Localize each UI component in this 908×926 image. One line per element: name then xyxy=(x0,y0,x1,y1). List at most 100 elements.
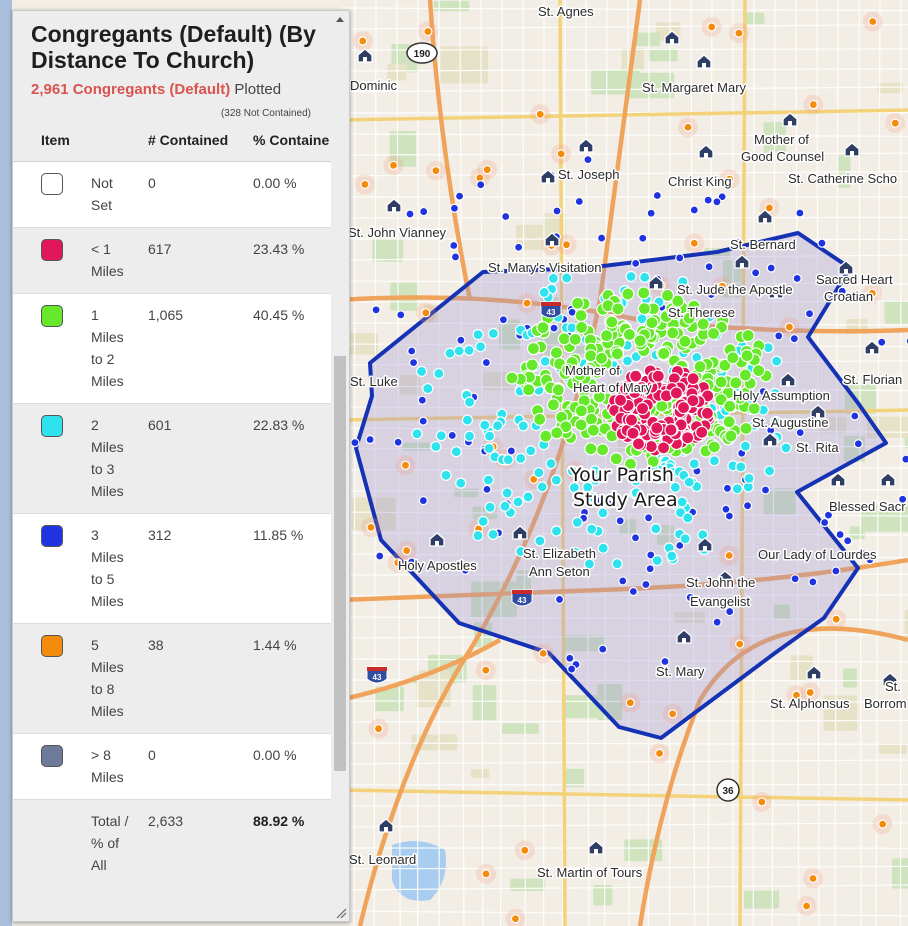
legend-panel: Congregants (Default) (By Distance To Ch… xyxy=(12,10,350,922)
map-label: St. Bernard xyxy=(730,237,796,252)
map-label: Holy Assumption xyxy=(733,388,830,403)
row-percent: 22.83 % xyxy=(253,417,305,433)
plotted-suffix: Plotted xyxy=(230,81,282,98)
color-swatch[interactable] xyxy=(41,525,63,547)
row-percent: 0.00 % xyxy=(253,175,297,191)
church-icon xyxy=(578,138,594,153)
scrollbar-thumb[interactable] xyxy=(334,356,346,771)
row-label: 2 Miles to 3 Miles xyxy=(91,417,124,499)
church-icon xyxy=(540,169,556,184)
svg-text:43: 43 xyxy=(518,596,527,605)
row-percent: 11.85 % xyxy=(253,527,304,543)
row-contained: 0 xyxy=(148,747,156,763)
study-area-label-line2: Study Area xyxy=(573,489,678,511)
resize-grip-icon[interactable] xyxy=(335,907,347,919)
map-label: Croatian xyxy=(824,289,873,304)
row-contained: 1,065 xyxy=(148,307,184,323)
row-percent: 40.45 % xyxy=(253,307,305,323)
church-icon xyxy=(844,142,860,157)
map-label: St. Mary xyxy=(656,664,705,679)
color-swatch[interactable] xyxy=(41,239,63,261)
church-icon xyxy=(588,840,604,855)
church-icon xyxy=(880,472,896,487)
row-contained: 38 xyxy=(148,637,164,653)
color-swatch[interactable] xyxy=(41,305,63,327)
church-icon xyxy=(698,144,714,159)
interstate-shield-43-a: 43 xyxy=(540,301,562,319)
row-percent: 1.44 % xyxy=(253,637,297,653)
map-label: St. Martin of Tours xyxy=(537,865,643,880)
row-label: 1 Miles to 2 Miles xyxy=(91,307,124,389)
church-icon xyxy=(810,404,826,419)
interstate-shield-43-b: 43 xyxy=(511,589,533,607)
row-percent: 0.00 % xyxy=(253,747,297,763)
not-contained-note: (328 Not Contained) xyxy=(220,108,311,119)
row-percent: 88.92 % xyxy=(253,813,305,829)
church-icon xyxy=(782,112,798,127)
row-label: 3 Miles to 5 Miles xyxy=(91,527,124,609)
map-label: Heart of Mary xyxy=(573,380,652,395)
church-icon xyxy=(806,665,822,680)
map-label: St. Therese xyxy=(668,305,735,320)
highway-shield-190-label: 190 xyxy=(414,49,431,60)
study-area-label-line1: Your Parish xyxy=(569,464,674,486)
church-icon xyxy=(830,472,846,487)
highway-shield-36-label: 36 xyxy=(722,786,734,797)
legend-panel-content[interactable]: Congregants (Default) (By Distance To Ch… xyxy=(13,11,331,921)
map-label: St. Joseph xyxy=(558,167,619,182)
column-header-contained: # Contained xyxy=(148,132,229,148)
color-swatch[interactable] xyxy=(41,415,63,437)
map-label: St. Mary's Visitation xyxy=(488,260,602,275)
map-label: St. Augustine xyxy=(752,415,829,430)
map-label: St. Leonard xyxy=(349,852,416,867)
map-label: St. John Vianney xyxy=(348,225,447,240)
map-label: St. Elizabeth xyxy=(523,546,596,561)
legend-row-total: Total / % of All 2,633 88.92 % xyxy=(13,800,331,888)
scroll-up-arrow-icon[interactable] xyxy=(336,17,344,22)
row-percent: 23.43 % xyxy=(253,241,305,257)
row-label: Total / % of All xyxy=(91,813,129,873)
map-label: St. Margaret Mary xyxy=(642,80,747,95)
color-swatch[interactable] xyxy=(41,173,63,195)
row-label: > 8 Miles xyxy=(91,747,124,785)
map-label: Good Counsel xyxy=(741,149,824,164)
map-label: Mother of xyxy=(754,132,809,147)
church-icon xyxy=(544,232,560,247)
church-icon xyxy=(734,254,750,269)
interstate-shield-43-c: 43 xyxy=(366,666,388,684)
church-icon xyxy=(664,30,680,45)
map-label: Dominic xyxy=(350,78,397,93)
row-contained: 0 xyxy=(148,175,156,191)
highway-shield-36: 36 xyxy=(716,778,740,802)
church-icon xyxy=(697,537,713,552)
map-label: St. John the xyxy=(686,575,755,590)
map-label: Christ King xyxy=(668,174,732,189)
highway-shields-layer: 190 43 43 43 36 xyxy=(366,42,740,802)
row-label: Not Set xyxy=(91,175,113,213)
map-label: St. Rita xyxy=(796,440,839,455)
map-label: St. Catherine Scho xyxy=(788,171,897,186)
column-header-percent: % Containe xyxy=(253,132,330,148)
legend-row-1-to-2-miles: 1 Miles to 2 Miles 1,065 40.45 % xyxy=(13,294,331,404)
map-label: Ann Seton xyxy=(529,564,590,579)
church-icon xyxy=(357,48,373,63)
map-label: St. Florian xyxy=(843,372,902,387)
church-icon xyxy=(378,818,394,833)
church-icon xyxy=(648,275,664,290)
legend-table-header: Item # Contained % Containe xyxy=(13,119,331,162)
svg-text:43: 43 xyxy=(373,673,382,682)
map-label: St. Luke xyxy=(350,374,398,389)
legend-row-3-to-5-miles: 3 Miles to 5 Miles 312 11.85 % xyxy=(13,514,331,624)
map-label: Our Lady of Lourdes xyxy=(758,547,877,562)
church-icon xyxy=(780,372,796,387)
church-icon xyxy=(696,54,712,69)
row-contained: 2,633 xyxy=(148,813,184,829)
color-swatch[interactable] xyxy=(41,635,63,657)
highway-shield-190: 190 xyxy=(406,42,438,64)
legend-row-over-8-miles: > 8 Miles 0 0.00 % xyxy=(13,734,331,800)
map-label: St. Agnes xyxy=(538,4,594,19)
map-label: St. Jude the Apostle xyxy=(677,282,793,297)
color-swatch[interactable] xyxy=(41,745,63,767)
panel-scrollbar[interactable] xyxy=(331,11,349,921)
